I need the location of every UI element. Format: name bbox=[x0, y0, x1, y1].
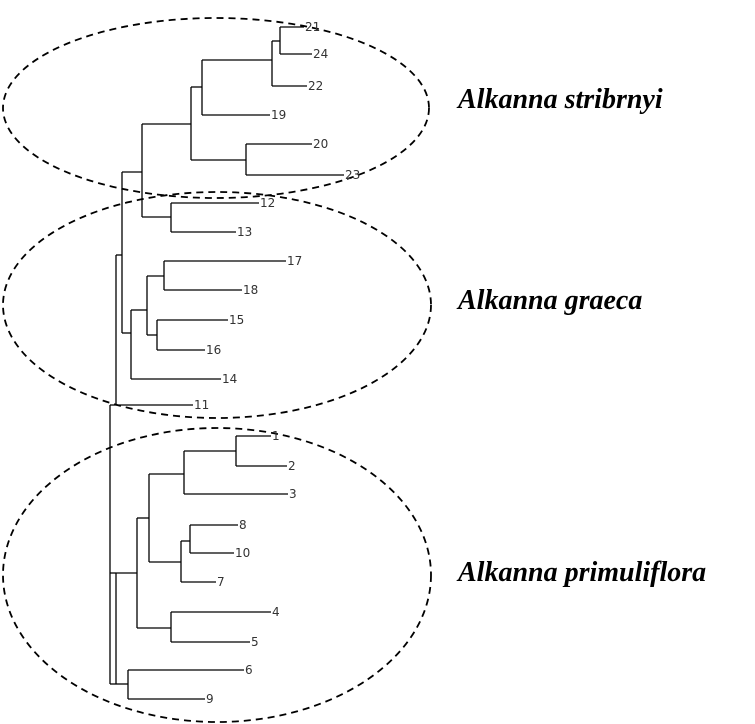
leaf-label: 20 bbox=[313, 137, 328, 151]
leaf-label: 5 bbox=[251, 635, 259, 649]
leaf-label: 14 bbox=[222, 372, 237, 386]
leaf-label: 19 bbox=[271, 108, 286, 122]
leaf-label: 22 bbox=[308, 79, 323, 93]
leaf-label: 4 bbox=[272, 605, 280, 619]
leaf-label: 13 bbox=[237, 225, 252, 239]
leaf-label: 23 bbox=[345, 168, 360, 182]
clade-ellipse-stribrnyi bbox=[2, 17, 430, 199]
clade-ellipse-primuliflora bbox=[2, 427, 432, 723]
tree-branches bbox=[109, 26, 344, 700]
clade-label-primuliflora: Alkanna primuliflora bbox=[456, 557, 706, 588]
leaf-label: 2 bbox=[288, 459, 296, 473]
leaf-label: 3 bbox=[289, 487, 297, 501]
clade-ellipse-graeca bbox=[2, 191, 432, 419]
leaf-label: 21 bbox=[305, 20, 320, 34]
leaf-label: 1 bbox=[272, 429, 280, 443]
clade-label-stribrnyi: Alkanna stribrnyi bbox=[456, 84, 663, 115]
leaf-label: 12 bbox=[260, 196, 275, 210]
leaf-label: 24 bbox=[313, 47, 328, 61]
leaf-label: 8 bbox=[239, 518, 247, 532]
leaf-label: 10 bbox=[235, 546, 250, 560]
leaf-label: 7 bbox=[217, 575, 225, 589]
leaf-label: 15 bbox=[229, 313, 244, 327]
leaf-label: 9 bbox=[206, 692, 214, 706]
leaf-label: 17 bbox=[287, 254, 302, 268]
leaf-label: 6 bbox=[245, 663, 253, 677]
leaf-label: 11 bbox=[194, 398, 209, 412]
clade-label-graeca: Alkanna graeca bbox=[456, 285, 642, 316]
leaf-label: 16 bbox=[206, 343, 221, 357]
leaf-labels: 21 24 22 19 20 23 12 13 17 18 15 16 14 1… bbox=[194, 20, 360, 706]
leaf-label: 18 bbox=[243, 283, 258, 297]
